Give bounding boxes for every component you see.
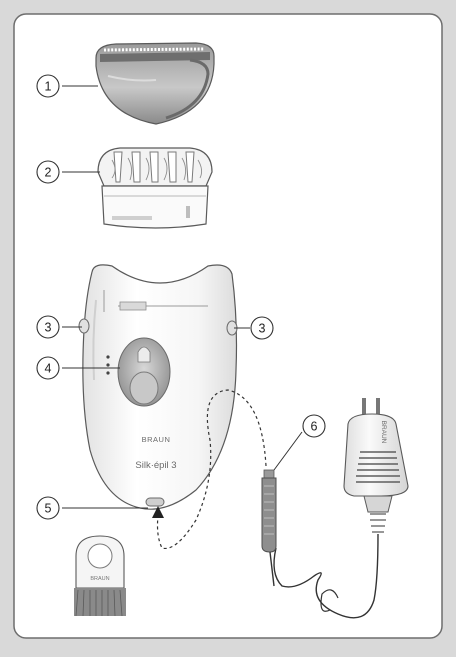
callout-6: 6 [302,414,326,438]
epilation-head [97,147,213,229]
callout-1: 1 [36,74,60,98]
device-socket [145,497,165,507]
cord-connector [261,469,277,587]
callout-2: 2 [36,160,60,184]
svg-text:3: 3 [45,321,52,335]
svg-text:4: 4 [45,362,52,376]
callout-4: 4 [36,356,60,380]
power-plug-unit: BRAUN [273,398,409,619]
leader-lines [62,85,303,509]
plug-brand: BRAUN [380,421,387,444]
power-switch [106,337,171,407]
callout-3-left: 3 [36,315,60,339]
callout-3-right: 3 [250,316,274,340]
device-brand: BRAUN [142,435,171,444]
release-button-left [78,318,90,334]
svg-text:5: 5 [45,502,52,516]
epilator-cap [95,42,215,125]
cleaning-brush: BRAUN [74,535,126,617]
svg-text:1: 1 [45,80,52,94]
callout-5: 5 [36,496,60,520]
svg-text:2: 2 [45,166,52,180]
connection-arrow [156,389,267,550]
svg-text:3: 3 [259,322,266,336]
arrow-head-icon [152,506,164,518]
brush-brand: BRAUN [90,576,109,582]
device-model: Silk·épil 3 [135,460,176,471]
svg-text:6: 6 [311,420,318,434]
